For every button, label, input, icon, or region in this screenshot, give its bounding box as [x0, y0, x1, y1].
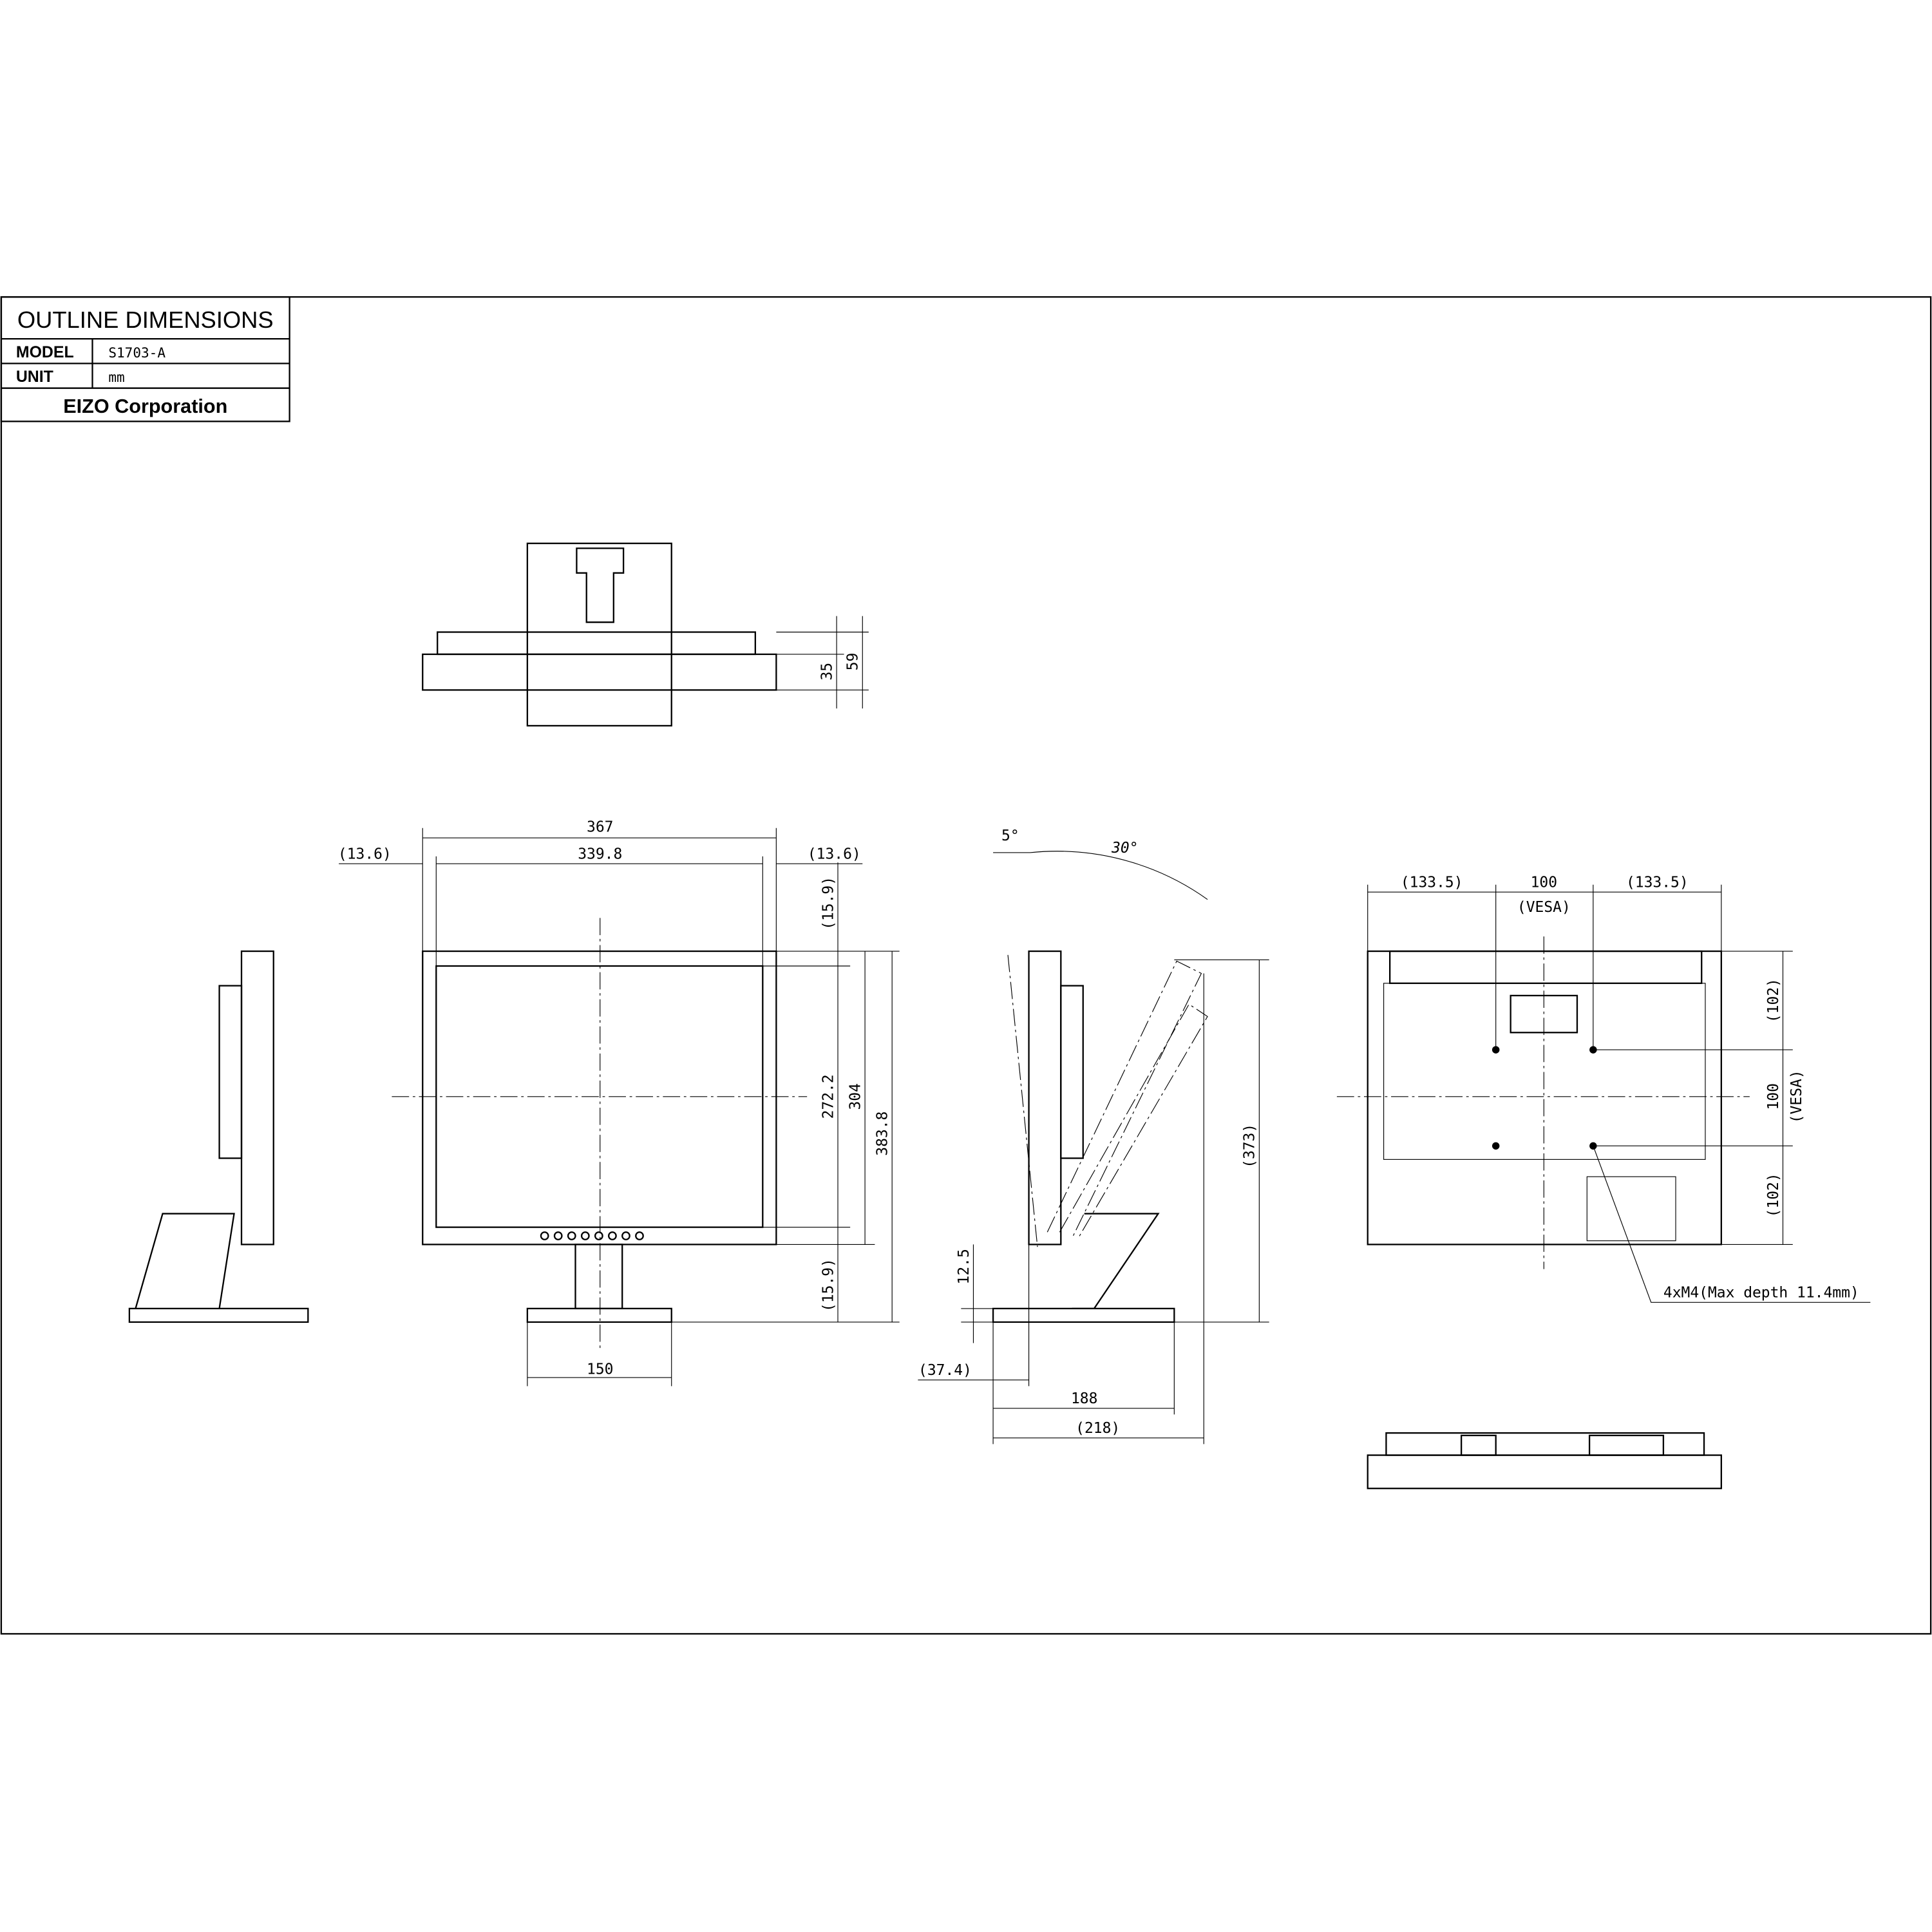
model-value: S1703-A [108, 345, 166, 361]
dim-tilted-height: (373) [1242, 1124, 1258, 1168]
dim-rear-left: (133.5) [1401, 875, 1463, 891]
dim-clearance: 12.5 [956, 1249, 972, 1284]
dim-width: 367 [587, 819, 613, 835]
front-view: 367 339.8 (13.6) (13.6) (15.9) (15.9) 27… [338, 819, 900, 1387]
dim-rear-top: (102) [1765, 978, 1782, 1023]
dim-total-height: 383.8 [875, 1112, 891, 1156]
dim-vesa-v-label: (VESA) [1788, 1070, 1805, 1123]
drawing-title: OUTLINE DIMENSIONS [17, 307, 274, 333]
dim-left-bezel: (13.6) [338, 846, 392, 863]
unit-label: UNIT [16, 368, 53, 386]
dim-rear-right: (133.5) [1626, 875, 1689, 891]
dim-vesa-h: 100 [1531, 875, 1557, 891]
sheet-border [0, 296, 1932, 1635]
dim-panel-height: 304 [847, 1083, 864, 1110]
top-view: 35 59 [422, 542, 869, 727]
dim-right-bezel: (13.6) [808, 846, 861, 863]
bottom-view [1367, 1432, 1722, 1490]
dim-total-depth: (218) [1075, 1420, 1120, 1437]
dim-screen-width: 339.8 [578, 846, 622, 863]
dim-59: 59 [845, 653, 862, 671]
dim-front-overhang: (37.4) [918, 1362, 972, 1379]
mount-screw-callout: 4xM4(Max depth 11.4mm) [1663, 1285, 1859, 1302]
dim-bottom-bezel: (15.9) [820, 1258, 837, 1312]
model-label: MODEL [16, 343, 74, 361]
dim-base-width: 150 [587, 1361, 613, 1378]
tilt-side-view: 5° 30° 12.5 (373) (37.4) 188 (218) [918, 828, 1269, 1444]
left-side-view [128, 950, 309, 1323]
dim-35: 35 [819, 663, 835, 681]
dim-vesa-v: 100 [1765, 1083, 1782, 1110]
company-logo: EIZO Corporation [63, 395, 227, 417]
dim-screen-height: 272.2 [820, 1074, 837, 1119]
rear-view: (133.5) 100 (VESA) (133.5) (102) 100 (VE… [1336, 875, 1871, 1303]
title-block: OUTLINE DIMENSIONS MODEL S1703-A UNIT mm… [0, 296, 290, 422]
dim-base-depth: 188 [1071, 1390, 1097, 1407]
dim-top-bezel: (15.9) [820, 876, 837, 930]
vesa-holes [1492, 1046, 1597, 1150]
unit-value: mm [108, 369, 124, 385]
dim-tilt-back: 30° [1111, 840, 1138, 857]
dim-tilt-forward: 5° [1001, 828, 1019, 844]
dim-vesa-h-label: (VESA) [1517, 899, 1571, 916]
dim-rear-bottom: (102) [1765, 1173, 1782, 1217]
